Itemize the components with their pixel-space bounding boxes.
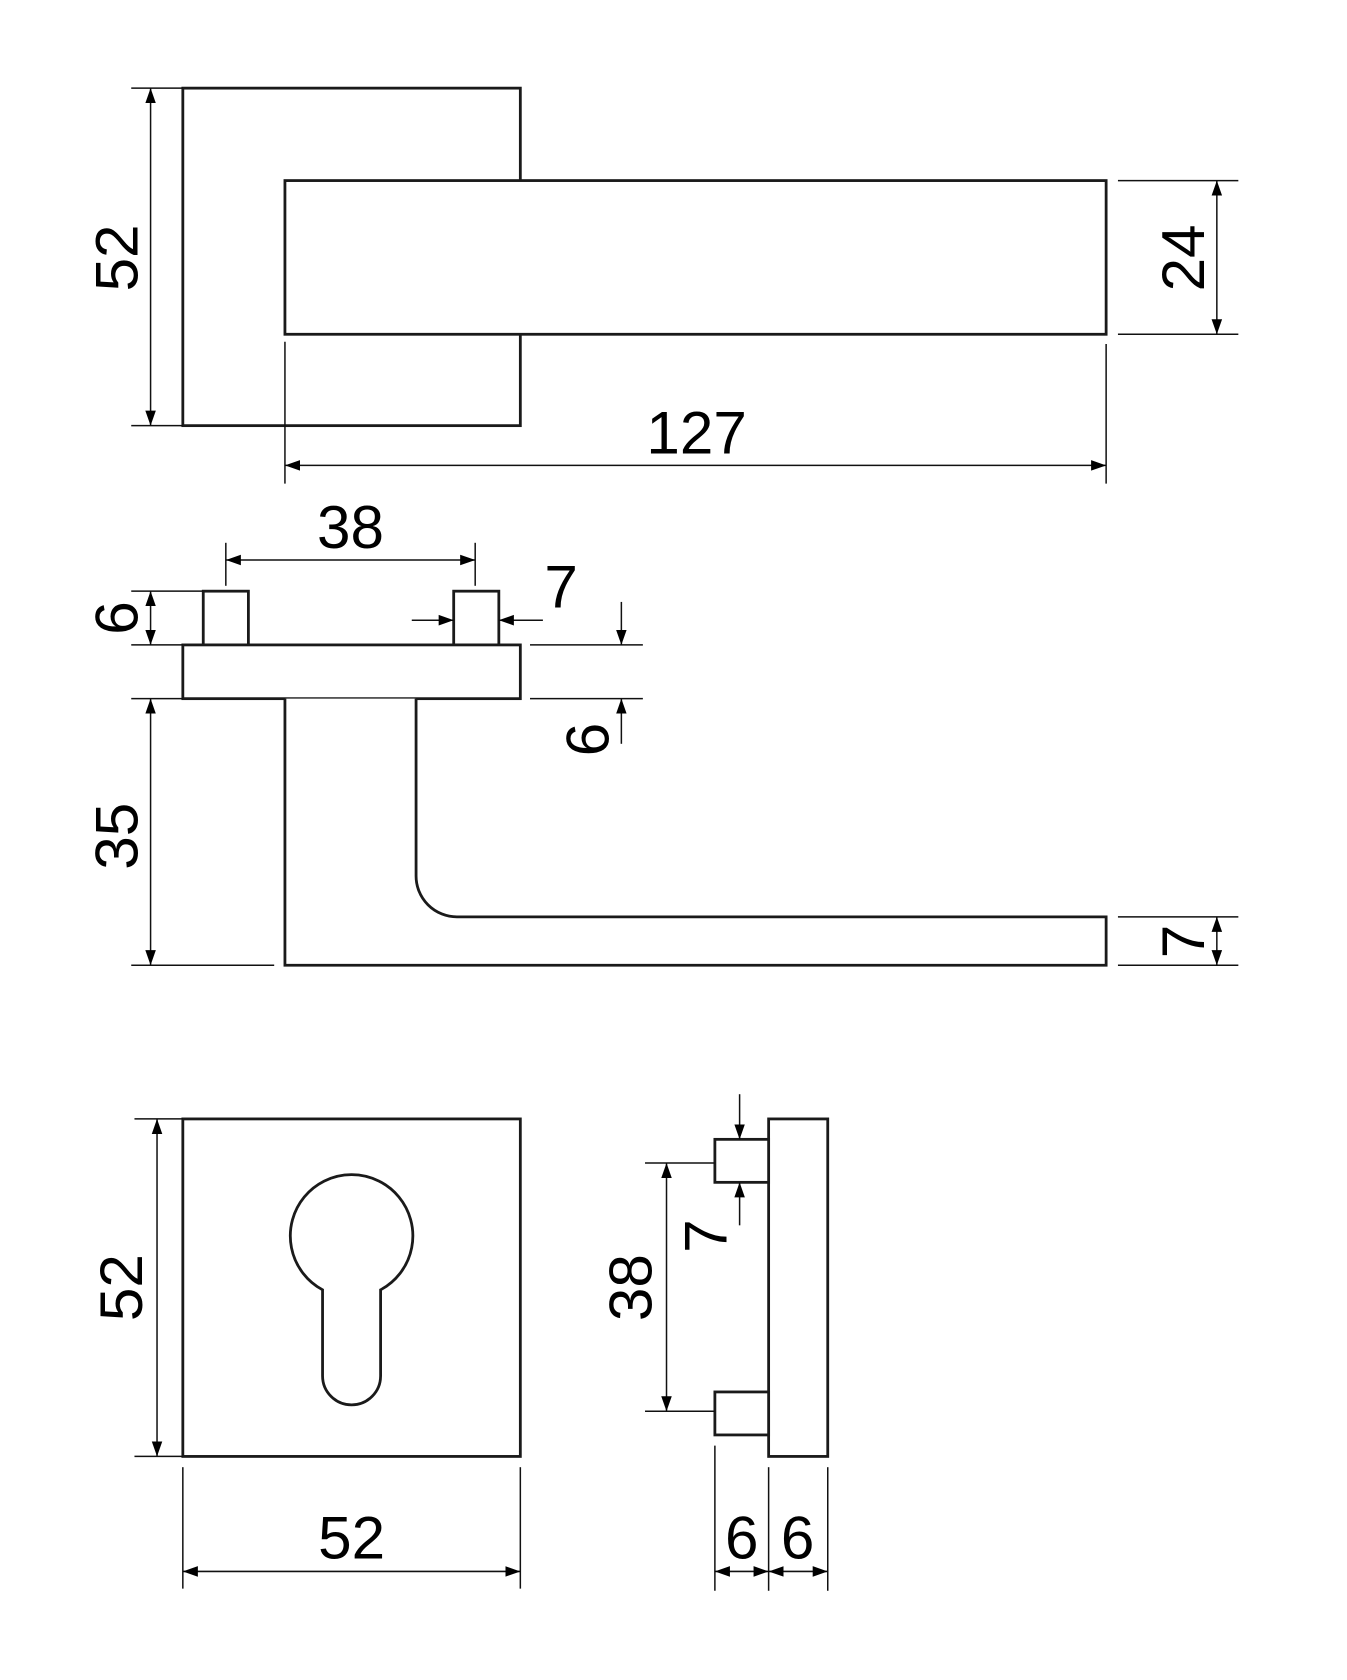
dim-lever-drop: 35	[84, 697, 275, 966]
dim-plate-thickness: 6	[530, 601, 643, 756]
dim-label: 7	[1150, 925, 1217, 958]
dim-label: 7	[544, 553, 577, 620]
pin	[713, 1390, 771, 1437]
dim-escutcheon-thickness: 6 6	[714, 1445, 829, 1591]
dim-label: 127	[646, 400, 746, 467]
lever-profile	[283, 698, 1108, 967]
dim-label: 6	[781, 1505, 814, 1572]
dim-lever-height: 24	[1117, 179, 1239, 336]
dim-label: 24	[1150, 224, 1217, 291]
dim-label: 52	[84, 224, 151, 291]
side-view: 38 7 6 6 35 7	[84, 494, 1239, 967]
dim-label: 6	[554, 723, 621, 756]
dim-escutcheon-pin-spacing: 38	[597, 1162, 715, 1413]
dim-lever-thickness: 7	[1117, 916, 1239, 966]
top-view: 52 24 127	[84, 86, 1239, 484]
pin	[452, 589, 501, 647]
dim-label: 38	[317, 494, 384, 561]
dim-escutcheon-pin-width: 7	[673, 1094, 745, 1253]
escutcheon-front-view: 52 52	[88, 1117, 522, 1589]
dim-pin-height: 6	[84, 590, 204, 646]
dim-rose-height: 52	[84, 87, 183, 427]
dim-label: 52	[318, 1505, 385, 1572]
dim-label: 52	[88, 1254, 155, 1321]
dim-label: 35	[84, 803, 151, 870]
pin	[201, 589, 250, 647]
dim-label: 6	[84, 601, 151, 634]
rose-plate	[181, 643, 522, 701]
dim-label: 6	[725, 1505, 758, 1572]
lever	[283, 179, 1108, 336]
pin	[713, 1137, 771, 1184]
dim-label: 38	[597, 1254, 664, 1321]
dim-label: 7	[673, 1219, 740, 1252]
dim-pin-width: 7	[411, 553, 578, 626]
dim-escutcheon-width: 52	[182, 1467, 522, 1589]
keyhole-cutout	[288, 1173, 415, 1407]
dim-escutcheon-height: 52	[88, 1118, 183, 1458]
escutcheon-plate-side	[767, 1117, 830, 1458]
dim-pin-spacing: 38	[225, 494, 476, 586]
dim-lever-length: 127	[284, 341, 1107, 484]
escutcheon-side-view: 38 7 6 6	[597, 1094, 830, 1591]
